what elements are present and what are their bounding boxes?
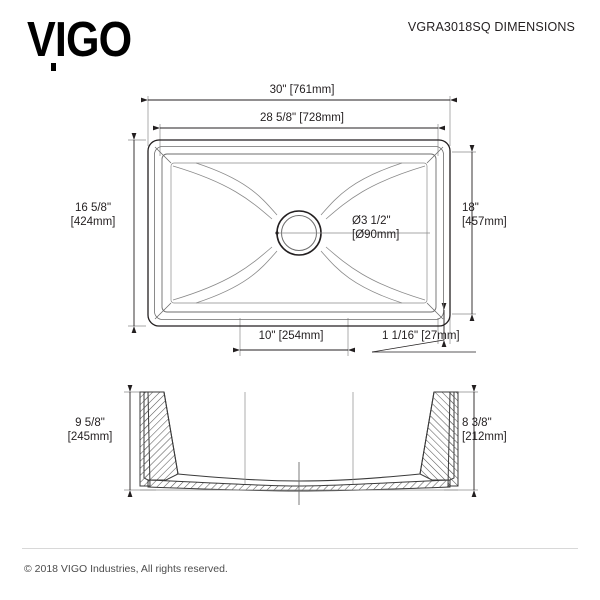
label-section-left-depth-mm: [245mm] (67, 430, 113, 443)
page-title: VGRA3018SQ DIMENSIONS (407, 20, 575, 34)
page-header: VIGO VGRA3018SQ DIMENSIONS (0, 0, 600, 78)
label-section-left-depth: 9 5/8" [245mm] (52, 417, 128, 444)
vigo-logo-dot-icon (51, 63, 56, 71)
section-right-wall (419, 391, 455, 481)
label-top-inner-width: 28 5/8" [728mm] (260, 112, 344, 124)
label-section-right-depth: 8 3/8" [212mm] (462, 417, 548, 444)
label-bottom-ten: 10" [254mm] (258, 330, 324, 342)
drain-inner-circle (281, 215, 317, 251)
label-drain-diameter: Ø3 1/2" [Ø90mm] (352, 215, 442, 242)
drain-outer-circle (276, 210, 322, 256)
label-rim-thickness: 1 1/16" [27mm] (382, 330, 460, 342)
label-left-depth-top: 16 5/8" [424mm] (56, 202, 130, 229)
section-left-wall (143, 391, 179, 481)
section-extension-lines (124, 391, 478, 491)
section-basin-inner-outline (163, 391, 435, 482)
section-right-outer-face (447, 391, 459, 487)
label-top-outer-width: 30" [761mm] (269, 84, 335, 96)
footer-divider (22, 548, 578, 549)
label-drain-diameter-mm: [Ø90mm] (352, 228, 400, 241)
label-left-depth-top-mm: [424mm] (70, 215, 116, 228)
label-right-depth-top-inches: 18" (462, 202, 479, 214)
label-right-depth-top-mm: [457mm] (462, 215, 507, 228)
sink-cross-section (124, 385, 478, 505)
copyright-text: © 2018 VIGO Industries, All rights reser… (24, 563, 228, 575)
label-section-right-depth-mm: [212mm] (462, 430, 507, 443)
label-section-right-depth-inches: 8 3/8" (462, 417, 492, 429)
label-left-depth-top-inches: 16 5/8" (74, 202, 112, 214)
label-right-depth-top: 18" [457mm] (462, 202, 546, 229)
section-left-outer-face (139, 391, 151, 487)
label-drain-diameter-inches: Ø3 1/2" (352, 215, 391, 227)
section-reference-lines (244, 392, 354, 484)
label-section-left-depth-inches: 9 5/8" (75, 417, 105, 429)
vigo-logo: VIGO (27, 13, 132, 67)
section-floor-slab (147, 479, 451, 492)
section-bottom-edges (140, 485, 458, 491)
